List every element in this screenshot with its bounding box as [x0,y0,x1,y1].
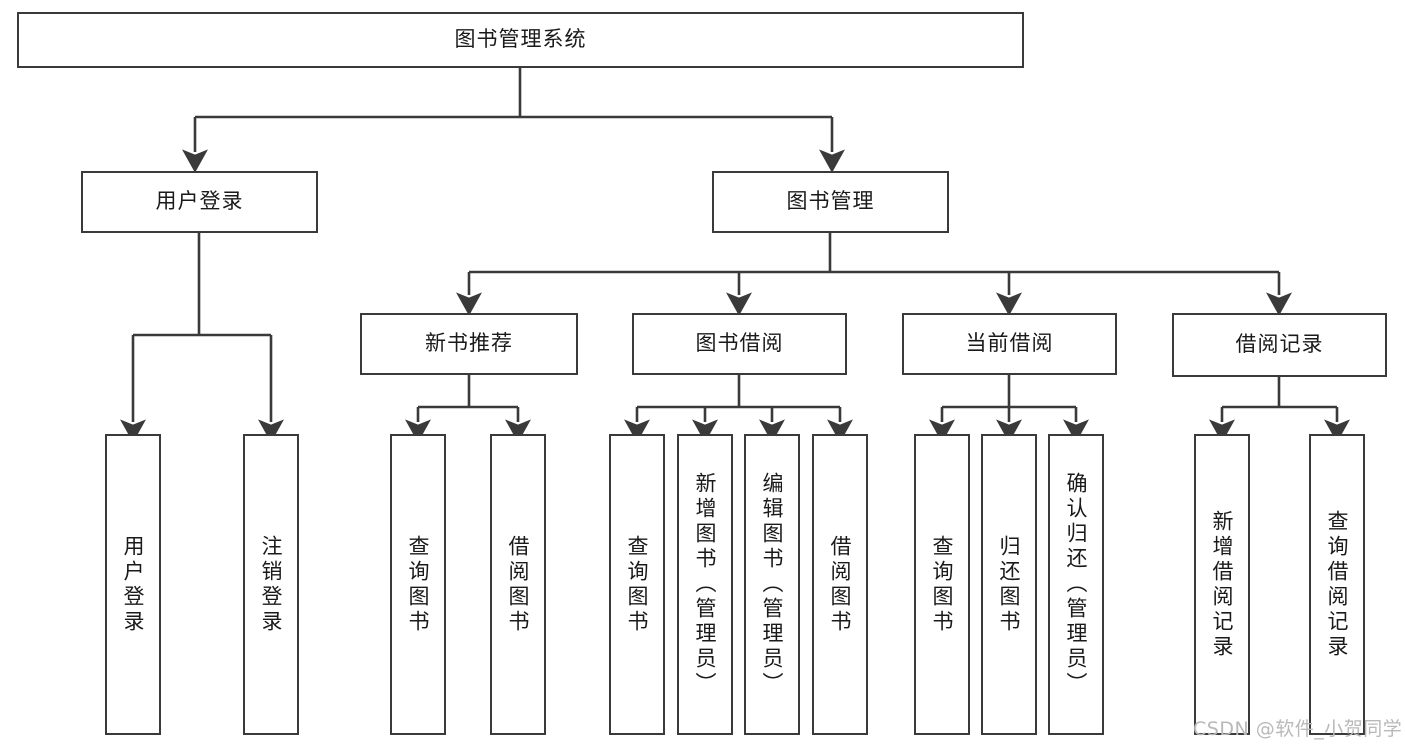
leaf-query-book-current[interactable]: 查询图书 [914,434,970,735]
leaf-query-book-borrow[interactable]: 查询图书 [609,434,665,735]
node-label: 查询图书 [930,534,955,635]
leaf-return-book[interactable]: 归还图书 [981,434,1037,735]
node-new-book-recommend[interactable]: 新书推荐 [360,313,578,375]
node-current-borrow[interactable]: 当前借阅 [902,313,1117,375]
node-label: 借阅记录 [1235,332,1324,357]
leaf-edit-book-admin[interactable]: 编辑图书（管理员） [744,434,800,735]
node-label: 查询图书 [406,534,431,635]
leaf-logout[interactable]: 注销登录 [243,434,299,735]
leaf-add-book-admin[interactable]: 新增图书（管理员） [677,434,733,735]
node-label: 当前借阅 [965,331,1054,356]
node-label: 确认归还（管理员） [1064,472,1089,697]
node-label: 借阅图书 [506,534,531,635]
node-label: 新书推荐 [425,331,513,356]
leaf-query-borrow-record[interactable]: 查询借阅记录 [1309,434,1365,735]
node-label: 图书管理 [786,189,875,214]
leaf-user-login[interactable]: 用户登录 [105,434,161,735]
leaf-confirm-return-admin[interactable]: 确认归还（管理员） [1048,434,1104,735]
leaf-borrow-book-recommend[interactable]: 借阅图书 [490,434,546,735]
node-label: 编辑图书（管理员） [760,472,785,697]
node-label: 图书借阅 [695,331,784,356]
leaf-add-borrow-record[interactable]: 新增借阅记录 [1194,434,1250,735]
node-label: 查询借阅记录 [1325,509,1350,660]
node-label: 用户登录 [155,189,244,214]
node-book-borrow[interactable]: 图书借阅 [632,313,847,375]
node-label: 借阅图书 [828,534,853,635]
node-book-management[interactable]: 图书管理 [712,171,949,233]
node-label: 注销登录 [259,534,284,635]
node-label: 新增图书（管理员） [693,472,718,697]
node-label: 新增借阅记录 [1210,509,1235,660]
node-label: 用户登录 [121,534,146,635]
node-label: 查询图书 [625,534,650,635]
node-label: 图书管理系统 [454,27,587,52]
node-root-book-management-system[interactable]: 图书管理系统 [17,12,1024,68]
leaf-borrow-book[interactable]: 借阅图书 [812,434,868,735]
node-label: 归还图书 [997,534,1022,635]
watermark-text: CSDN @软件_小贺同学 [1193,718,1403,740]
leaf-query-book-recommend[interactable]: 查询图书 [390,434,446,735]
node-borrow-record[interactable]: 借阅记录 [1172,313,1387,377]
node-user-login[interactable]: 用户登录 [81,171,318,233]
